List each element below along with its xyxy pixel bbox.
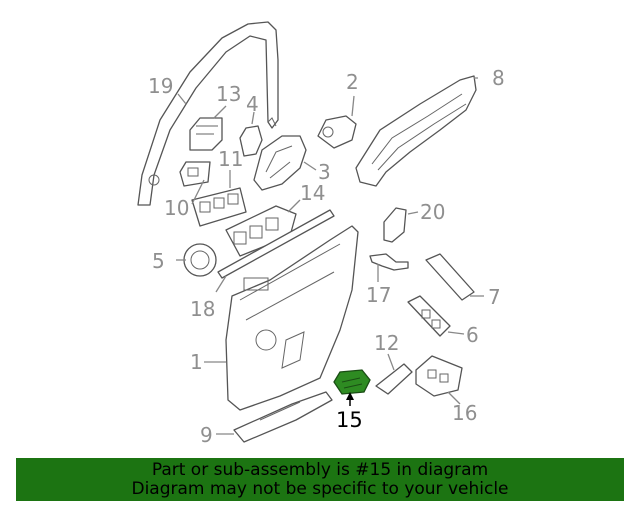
- part-3-handle-housing: [253, 135, 307, 191]
- part-5-speaker: [183, 243, 217, 277]
- part-18-weatherstrip: [217, 209, 335, 279]
- part-14-switch-panel: [225, 205, 297, 257]
- callout-7: 7: [488, 285, 501, 309]
- info-banner: Part or sub-assembly is #15 in diagram D…: [16, 458, 624, 501]
- callout-11: 11: [218, 147, 243, 171]
- callout-19: 19: [148, 74, 173, 98]
- part-8-trim-panel: [355, 75, 477, 187]
- callout-20: 20: [420, 200, 445, 224]
- callout-8: 8: [492, 66, 505, 90]
- callout-12: 12: [374, 331, 399, 355]
- part-19-frame-trim: [137, 21, 279, 206]
- callout-18: 18: [190, 297, 215, 321]
- callout-13: 13: [216, 82, 241, 106]
- part-15-highlighted: [333, 369, 371, 395]
- callout-3: 3: [318, 160, 331, 184]
- part-4-bracket: [239, 125, 263, 157]
- callout-17: 17: [366, 283, 391, 307]
- part-17-connector: [369, 253, 409, 271]
- part-6-switch-module: [407, 295, 451, 337]
- callout-16: 16: [452, 401, 477, 425]
- part-16-switch-assembly: [415, 355, 463, 397]
- part-7-trim-strip: [425, 253, 475, 301]
- part-9-map-pocket: [233, 391, 333, 443]
- callout-10: 10: [164, 196, 189, 220]
- leader-lines: [176, 77, 484, 435]
- callout-6: 6: [466, 323, 479, 347]
- callout-4: 4: [246, 92, 259, 116]
- banner-line-2: Diagram may not be specific to your vehi…: [131, 479, 509, 499]
- part-13-switch: [189, 117, 223, 151]
- callout-2: 2: [346, 70, 359, 94]
- part-12-trim-bezel: [375, 363, 413, 395]
- callout-1: 1: [190, 350, 203, 374]
- banner-line-1: Part or sub-assembly is #15 in diagram: [151, 460, 489, 480]
- callout-labels: 19 13 4 2 8 11 3 10 14 20 5 17 7 18 6 12…: [148, 66, 505, 447]
- part-1-door-panel: [225, 225, 359, 411]
- part-2-inner-handle: [317, 115, 357, 149]
- part-20-bracket: [383, 207, 407, 243]
- callout-5: 5: [152, 249, 165, 273]
- part-10-switch: [179, 161, 211, 187]
- callout-15-highlighted: 15: [336, 408, 363, 432]
- callout-9: 9: [200, 423, 213, 447]
- callout-14: 14: [300, 181, 325, 205]
- part-11-switch-panel: [191, 187, 247, 227]
